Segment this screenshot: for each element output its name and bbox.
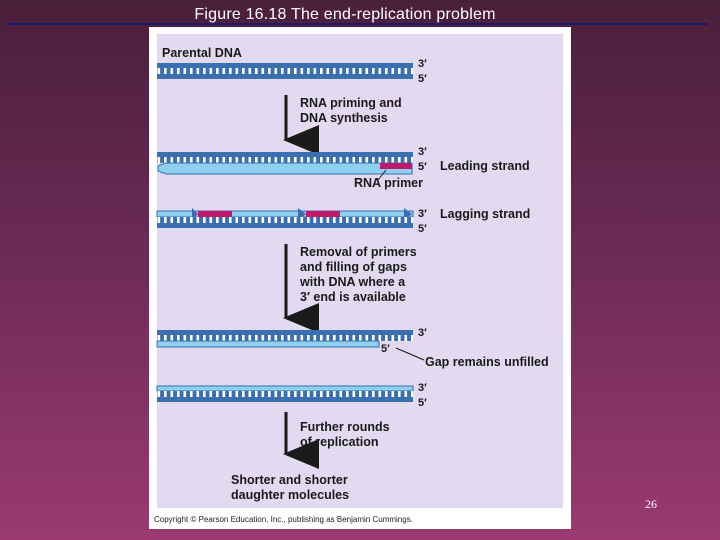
final-text-line2: daughter molecules — [231, 488, 349, 502]
parental-3prime: 3′ — [418, 58, 427, 70]
final-text-line1: Shorter and shorter — [231, 473, 348, 487]
gap-5prime: 5′ — [381, 343, 390, 355]
complete-3prime: 3′ — [418, 382, 427, 394]
step2-text-line2: and filling of gaps — [300, 260, 407, 274]
complete-5prime: 5′ — [418, 397, 427, 409]
lagging-strand-duplex — [156, 208, 414, 228]
slide-number: 26 — [645, 497, 657, 511]
step3-text-line2: of replication — [300, 435, 378, 449]
parental-dna-label: Parental DNA — [162, 46, 242, 60]
step1-text-line1: RNA priming and — [300, 96, 402, 110]
slide-title: Figure 16.18 The end-replication problem — [194, 6, 496, 23]
leading-strand-duplex — [157, 152, 413, 175]
parental-5prime: 5′ — [418, 73, 427, 85]
step2-text-line3: with DNA where a — [299, 275, 406, 289]
step3-text-line1: Further rounds — [300, 420, 390, 434]
step2-text-line4: 3′ end is available — [300, 290, 406, 304]
title-rule — [6, 23, 708, 25]
daughter-duplex-gap — [156, 330, 413, 348]
lagging-strand-label: Lagging strand — [440, 207, 530, 221]
copyright-notice: Copyright © Pearson Education, Inc., pub… — [154, 515, 413, 524]
lagging-primer-1 — [198, 211, 232, 217]
rna-primer-label: RNA primer — [354, 176, 423, 190]
gap-3prime: 3′ — [418, 327, 427, 339]
gap-label: Gap remains unfilled — [425, 355, 549, 369]
leading-5prime: 5′ — [418, 161, 427, 173]
leading-3prime: 3′ — [418, 146, 427, 158]
parental-dna-duplex — [157, 63, 413, 79]
lagging-3prime: 3′ — [418, 208, 427, 220]
daughter-duplex-complete — [156, 385, 414, 402]
leading-rna-primer — [380, 163, 412, 169]
figure-panel — [157, 34, 563, 508]
step2-text-line1: Removal of primers — [300, 245, 417, 259]
lagging-primer-2 — [306, 211, 340, 217]
step1-text-line2: DNA synthesis — [300, 111, 388, 125]
rna-primer-pointer — [377, 169, 387, 181]
leading-strand-label: Leading strand — [440, 159, 530, 173]
lagging-5prime: 5′ — [418, 223, 427, 235]
gap-pointer — [395, 347, 425, 361]
